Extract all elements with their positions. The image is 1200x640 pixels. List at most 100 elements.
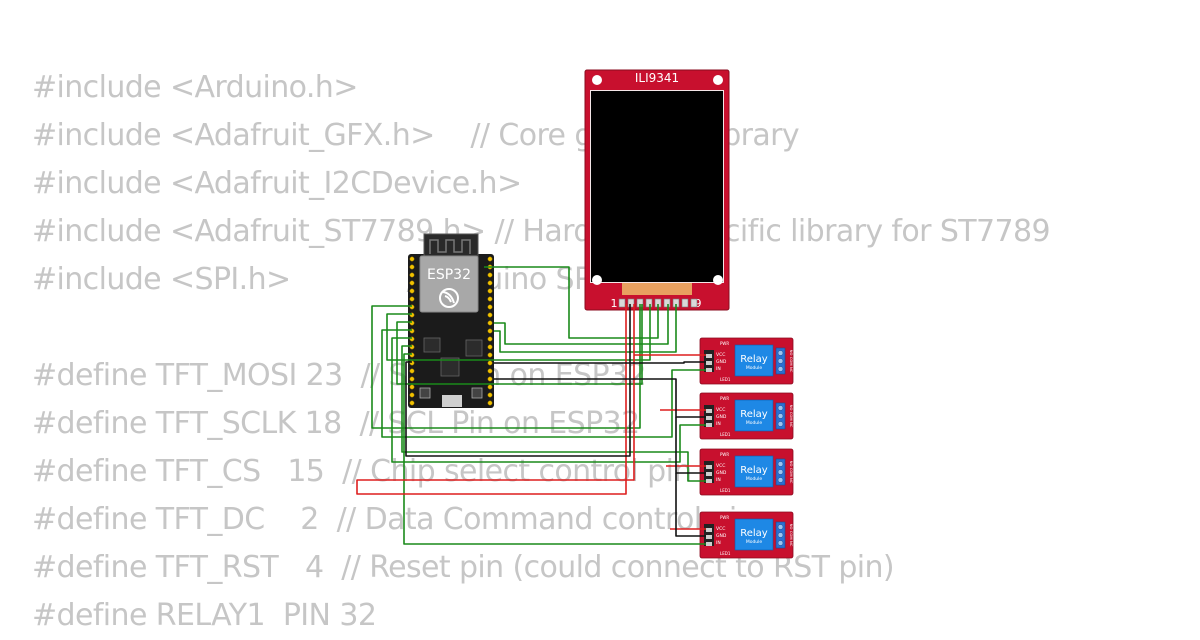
code-line: #define RELAY1 PIN 32	[32, 598, 377, 633]
green-wire[interactable]	[401, 345, 706, 482]
esp32-board[interactable]: ESP32	[408, 233, 494, 408]
display-pin[interactable]	[663, 298, 671, 308]
display-pin[interactable]	[681, 298, 689, 308]
terminal-screw-icon	[777, 350, 784, 356]
green-wire[interactable]	[371, 304, 641, 429]
relay-pin[interactable]	[706, 409, 712, 413]
terminal-screw-icon	[777, 477, 784, 483]
green-wire[interactable]	[494, 304, 669, 345]
tft-screen	[591, 91, 723, 282]
esp32-pin-right[interactable]	[487, 336, 493, 342]
relay-pin-in: IN	[716, 366, 721, 372]
terminal-screw-icon	[777, 461, 784, 467]
esp32-pin-left[interactable]	[409, 384, 415, 390]
esp32-pin-left[interactable]	[409, 376, 415, 382]
relay-block	[734, 399, 774, 432]
esp32-pin-right[interactable]	[487, 344, 493, 350]
relay-pin-gnd: GND	[716, 359, 727, 365]
relay-terminal-label: NO COM NC	[789, 405, 794, 428]
relay-terminal-label: NO COM NC	[789, 461, 794, 484]
terminal-screw-icon	[777, 421, 784, 427]
tft-display[interactable]: ILI9341 1 9	[584, 69, 730, 311]
relay-pin[interactable]	[706, 465, 712, 469]
black-wire[interactable]	[405, 304, 631, 457]
green-wire[interactable]	[484, 266, 659, 339]
esp32-pin-left[interactable]	[409, 288, 415, 294]
terminal-screw-icon	[777, 405, 784, 411]
esp32-pin-right[interactable]	[487, 296, 493, 302]
esp32-pin-left[interactable]	[409, 400, 415, 406]
green-wire[interactable]	[396, 304, 643, 385]
relay-block	[734, 344, 774, 377]
green-wire[interactable]	[494, 304, 677, 353]
relay-pin[interactable]	[706, 479, 712, 483]
board-label: ESP32	[427, 267, 471, 283]
esp32-pin-left[interactable]	[409, 272, 415, 278]
relay-pin[interactable]	[706, 368, 712, 372]
relay-pin[interactable]	[706, 423, 712, 427]
terminal-screw-icon	[777, 469, 784, 475]
esp32-pin-right[interactable]	[487, 272, 493, 278]
relay-pin[interactable]	[706, 542, 712, 546]
display-pin[interactable]	[618, 298, 626, 308]
esp32-pin-left[interactable]	[409, 280, 415, 286]
mount-hole	[713, 275, 723, 285]
esp32-pin-left[interactable]	[409, 392, 415, 398]
relay-sublabel: Module	[746, 365, 763, 371]
green-wire[interactable]	[391, 337, 706, 463]
esp32-pin-right[interactable]	[487, 312, 493, 318]
black-wire[interactable]	[494, 378, 706, 418]
code-line: #define TFT_DC 2 // Data Command control…	[32, 502, 756, 537]
esp32-pin-right[interactable]	[487, 376, 493, 382]
relay-pin-in: IN	[716, 421, 721, 427]
esp32-pin-right[interactable]	[487, 400, 493, 406]
relay-led-label: PWR	[720, 396, 729, 401]
relay-pin[interactable]	[706, 528, 712, 532]
green-wire[interactable]	[381, 329, 706, 438]
esp32-pin-right[interactable]	[487, 288, 493, 294]
relay-pin[interactable]	[706, 472, 712, 476]
mount-hole	[713, 75, 723, 85]
relay-pin[interactable]	[706, 416, 712, 420]
relay-pin-gnd: GND	[716, 470, 727, 476]
relay-pin-vcc: VCC	[716, 526, 725, 532]
flex-connector	[622, 283, 692, 295]
esp32-pin-right[interactable]	[487, 384, 493, 390]
esp32-pin-left[interactable]	[409, 264, 415, 270]
green-wire[interactable]	[403, 353, 706, 545]
esp32-pin-left[interactable]	[409, 256, 415, 262]
esp32-pin-right[interactable]	[487, 360, 493, 366]
relay-led-label: LED1	[720, 551, 731, 556]
display-title: ILI9341	[635, 71, 679, 85]
relay-pin[interactable]	[706, 361, 712, 365]
terminal-screw-icon	[777, 532, 784, 538]
esp32-pin-right[interactable]	[487, 320, 493, 326]
display-pin-first: 1	[611, 297, 618, 310]
esp32-pin-left[interactable]	[409, 368, 415, 374]
relay-label: Relay	[740, 354, 768, 365]
esp32-pin-left[interactable]	[409, 296, 415, 302]
green-wire[interactable]	[386, 304, 651, 361]
mount-hole	[592, 275, 602, 285]
display-pin[interactable]	[627, 298, 635, 308]
black-wire[interactable]	[675, 473, 706, 537]
relay-pin[interactable]	[706, 535, 712, 539]
relay-pin[interactable]	[706, 354, 712, 358]
esp32-pin-right[interactable]	[487, 304, 493, 310]
red-wire[interactable]	[356, 304, 635, 495]
display-pin[interactable]	[690, 298, 698, 308]
esp32-pin-right[interactable]	[487, 328, 493, 334]
esp32-pin-right[interactable]	[487, 280, 493, 286]
esp32-pin-right[interactable]	[487, 392, 493, 398]
esp32-pin-right[interactable]	[487, 368, 493, 374]
relay-led-label: LED1	[720, 488, 731, 493]
black-wire[interactable]	[494, 361, 706, 364]
relay-pin-vcc: VCC	[716, 407, 725, 413]
esp32-pin-right[interactable]	[487, 352, 493, 358]
esp32-pin-right[interactable]	[487, 256, 493, 262]
display-pin[interactable]	[645, 298, 653, 308]
